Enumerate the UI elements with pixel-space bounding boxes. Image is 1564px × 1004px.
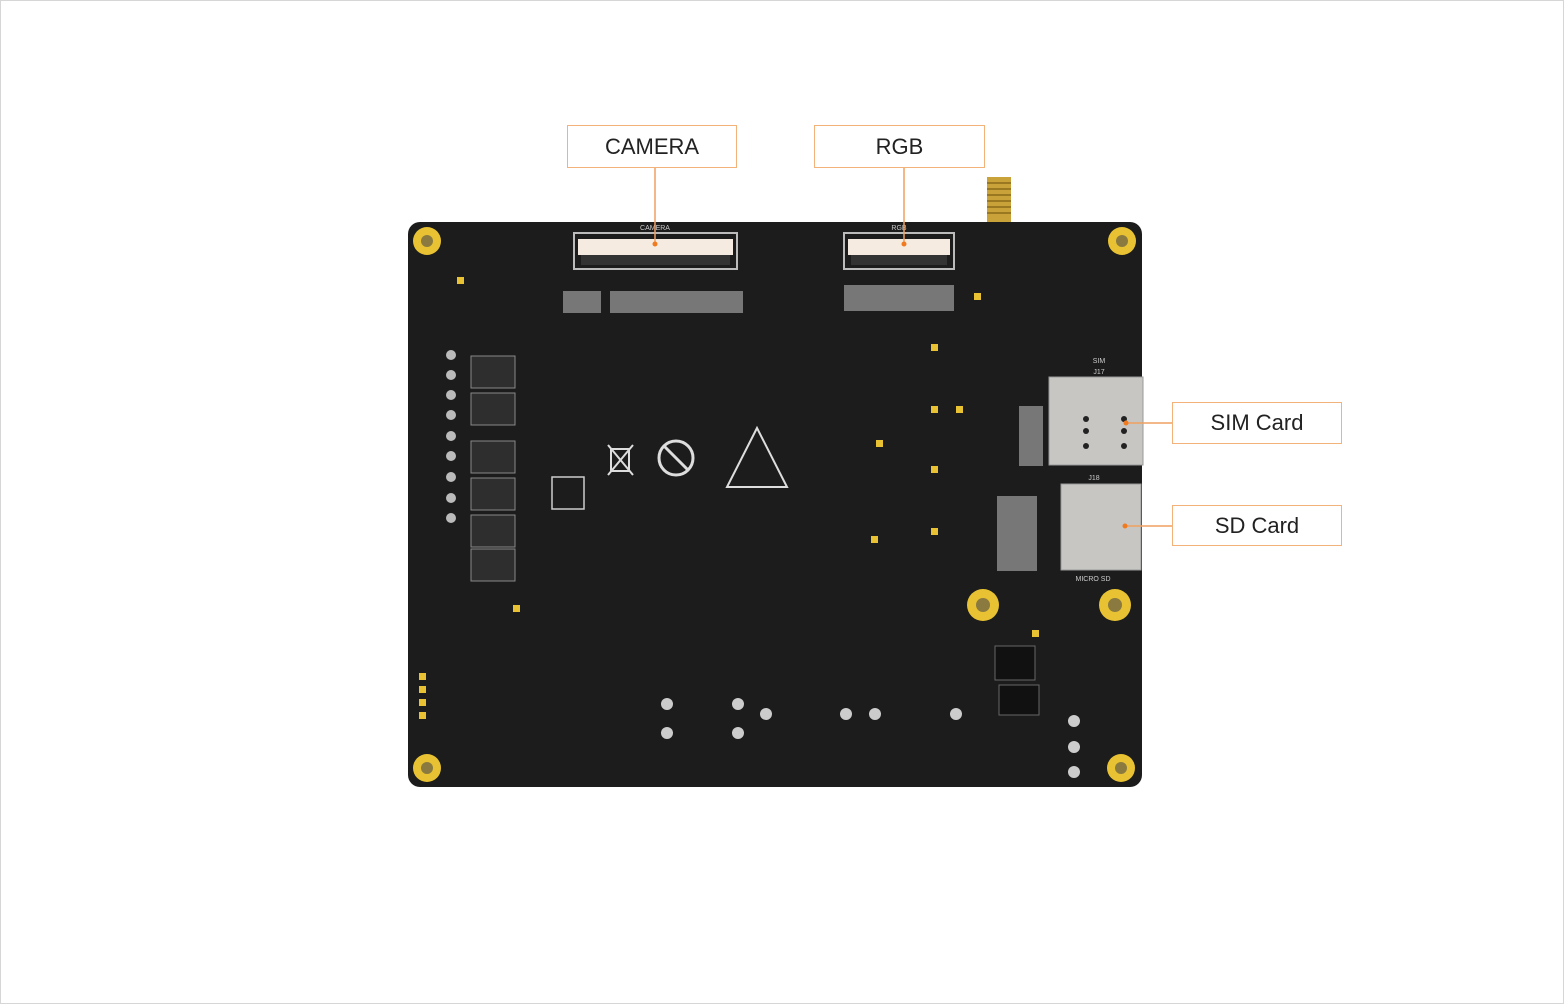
pcb-board bbox=[408, 222, 1142, 787]
callout-camera: CAMERA bbox=[567, 125, 737, 168]
antenna-connector bbox=[987, 177, 1011, 227]
callout-sd-card: SD Card bbox=[1172, 505, 1342, 546]
rgb-connector bbox=[843, 232, 955, 270]
silk-sim: SIM bbox=[1093, 358, 1106, 365]
esd-symbol bbox=[725, 425, 789, 488]
recycle-bin-symbol bbox=[607, 444, 634, 476]
leader-lines bbox=[654, 167, 1172, 527]
camera-connector bbox=[573, 232, 738, 270]
sim-card-slot bbox=[1048, 376, 1144, 466]
sd-card-slot bbox=[1060, 483, 1142, 571]
silk-j18: J18 bbox=[1088, 475, 1099, 482]
callout-sim-card: SIM Card bbox=[1172, 402, 1342, 444]
silk-rgb: RGB bbox=[891, 225, 907, 232]
callout-rgb: RGB bbox=[814, 125, 985, 168]
pb-free-symbol bbox=[657, 439, 695, 477]
silk-micro-sd: MICRO SD bbox=[1076, 576, 1111, 583]
silk-j17: J17 bbox=[1093, 369, 1104, 376]
